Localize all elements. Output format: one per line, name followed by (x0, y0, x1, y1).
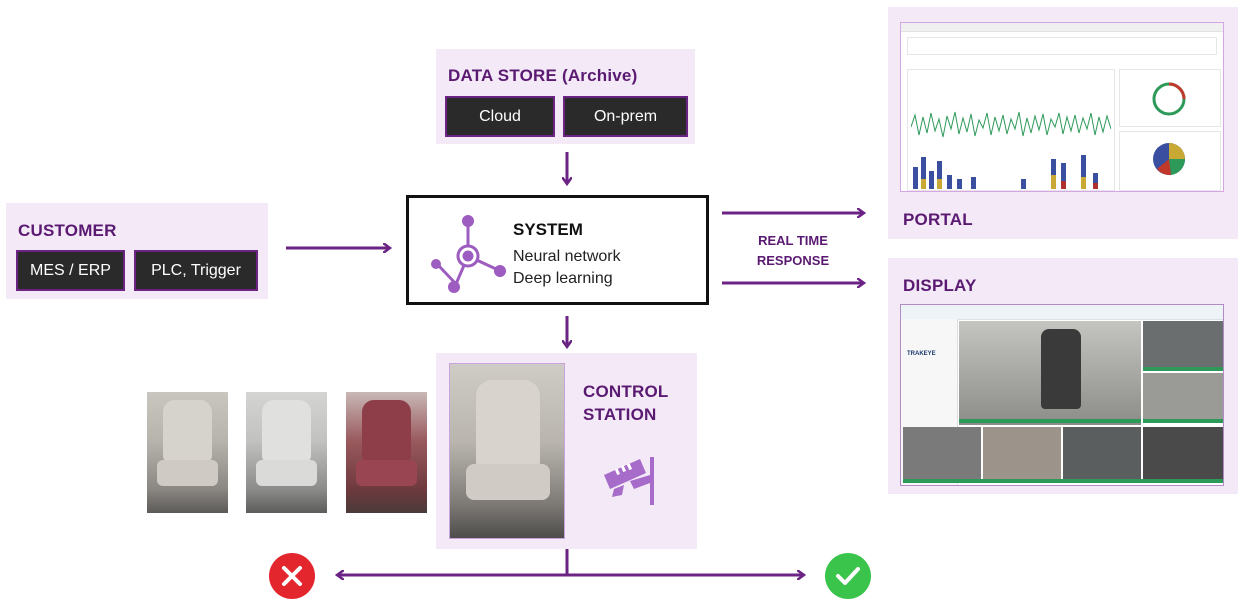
system-line-2: Deep learning (513, 270, 613, 287)
seat-photo-3 (346, 392, 427, 513)
display-panel: DISPLAY TRAKEYE (888, 258, 1238, 494)
seat-photo-2 (246, 392, 327, 513)
neural-network-icon (431, 215, 506, 293)
plc-trigger-button[interactable]: PLC, Trigger (134, 250, 258, 291)
data-store-title: DATA STORE (Archive) (448, 66, 638, 85)
accept-check-icon (825, 553, 871, 599)
portal-bar-chart (913, 155, 1098, 189)
data-store-panel: DATA STORE (Archive) Cloud On-prem (436, 49, 695, 144)
check-icon (836, 567, 860, 585)
cloud-button[interactable]: Cloud (445, 96, 555, 137)
system-line-1: Neural network (513, 248, 621, 265)
portal-line-chart (911, 111, 1111, 138)
customer-panel: CUSTOMER MES / ERP PLC, Trigger (6, 203, 268, 299)
real-time-response-label: REAL TIME RESPONSE (738, 231, 848, 271)
system-title: SYSTEM (513, 220, 583, 239)
portal-title: PORTAL (903, 210, 973, 229)
control-station-panel: CONTROL STATION (436, 353, 697, 549)
portal-gauge (1152, 82, 1186, 116)
seat-photo-1 (147, 392, 228, 513)
display-title: DISPLAY (903, 276, 977, 295)
security-camera-icon (604, 457, 654, 505)
real-time-line-2: RESPONSE (756, 253, 830, 268)
customer-title: CUSTOMER (18, 221, 117, 240)
real-time-line-1: REAL TIME (758, 233, 828, 248)
display-logo-text: TRAKEYE (907, 351, 936, 357)
portal-pie-chart (1153, 143, 1186, 176)
x-icon (282, 566, 302, 586)
reject-x-icon (269, 553, 315, 599)
portal-dashboard-screenshot (900, 22, 1224, 192)
onprem-button[interactable]: On-prem (563, 96, 688, 137)
mes-erp-button[interactable]: MES / ERP (16, 250, 125, 291)
control-line-2: STATION (583, 405, 657, 424)
display-screenshot: TRAKEYE (900, 304, 1224, 486)
control-line-1: CONTROL (583, 382, 669, 401)
system-box: SYSTEM Neural network Deep learning (406, 195, 709, 305)
control-seat-photo (449, 363, 565, 539)
portal-panel: PORTAL (888, 7, 1238, 239)
